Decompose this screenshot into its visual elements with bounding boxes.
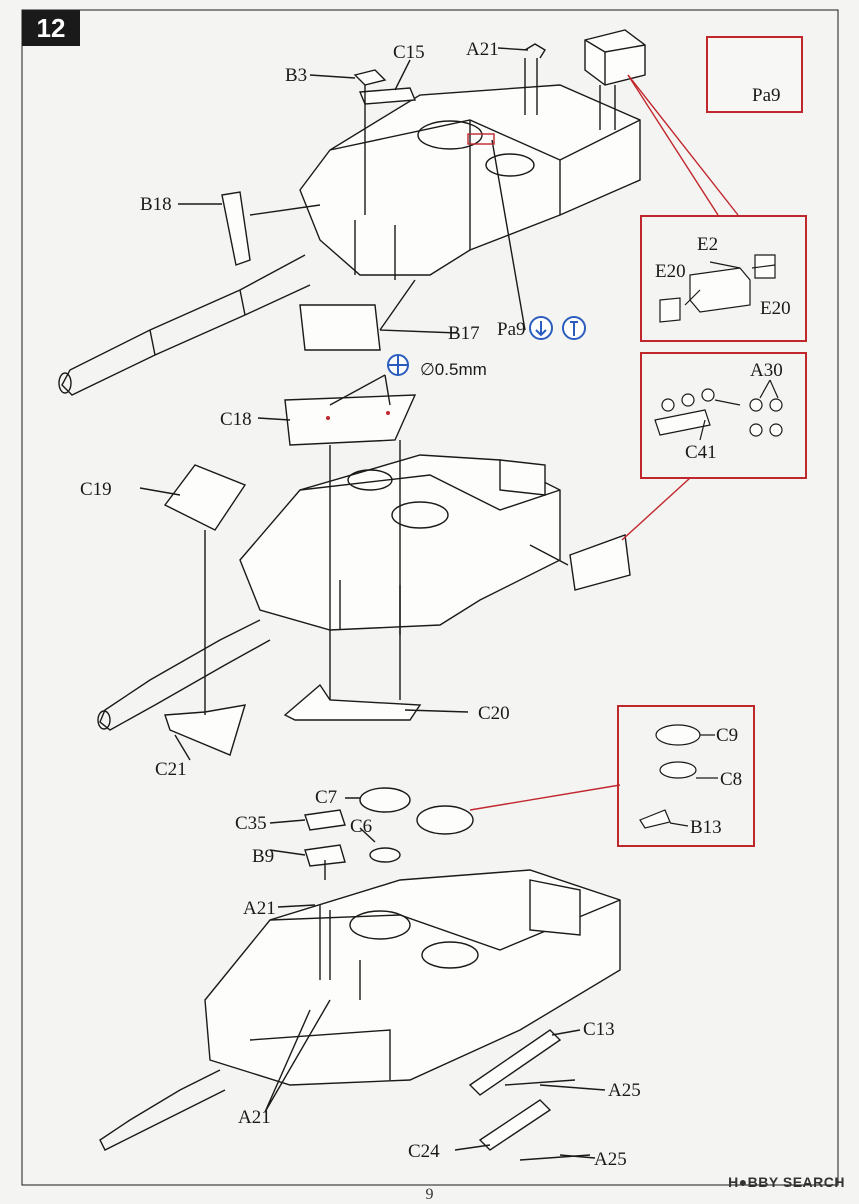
page-number: 9 — [425, 1186, 434, 1203]
label-c13: C13 — [583, 1019, 615, 1040]
label-c21: C21 — [155, 759, 187, 780]
label-b9: B9 — [252, 846, 275, 867]
label-c20: C20 — [478, 703, 510, 724]
label-c9: C9 — [716, 725, 739, 746]
drill-size-note: ∅0.5mm — [420, 360, 487, 379]
label-pa9-box: Pa9 — [752, 85, 781, 106]
label-b17: B17 — [448, 323, 480, 344]
label-c18: C18 — [220, 409, 252, 430]
label-c6: C6 — [350, 816, 373, 837]
label-a21-top: A21 — [466, 39, 499, 60]
callout-a30 — [640, 352, 807, 479]
turret-1 — [58, 29, 646, 396]
callout-c9 — [617, 705, 755, 847]
watermark: H●BBY SEARCH — [728, 1174, 845, 1190]
label-b13: B13 — [690, 817, 722, 838]
label-e20-right: E20 — [760, 298, 791, 319]
label-a25-1: A25 — [608, 1080, 641, 1101]
label-c19: C19 — [80, 479, 112, 500]
turret-3 — [99, 787, 621, 1161]
step-number: 12 — [22, 10, 80, 46]
label-pa9-mid: Pa9 — [497, 319, 526, 340]
label-b3: B3 — [285, 65, 308, 86]
label-b18: B18 — [140, 194, 172, 215]
callout-e2 — [640, 215, 807, 342]
label-c7: C7 — [315, 787, 338, 808]
label-a30: A30 — [750, 360, 783, 381]
label-c24: C24 — [408, 1141, 440, 1162]
label-c15: C15 — [393, 42, 425, 63]
label-c35: C35 — [235, 813, 267, 834]
turret-2 — [97, 394, 631, 756]
label-c41: C41 — [685, 442, 717, 463]
label-a21-bottom-2: A21 — [238, 1107, 271, 1128]
label-c8: C8 — [720, 769, 743, 790]
label-a21-bottom-1: A21 — [243, 898, 276, 919]
label-a25-2: A25 — [594, 1149, 627, 1170]
label-e2: E2 — [697, 234, 719, 255]
callout-pa9 — [706, 36, 803, 113]
label-e20-left: E20 — [655, 261, 686, 282]
